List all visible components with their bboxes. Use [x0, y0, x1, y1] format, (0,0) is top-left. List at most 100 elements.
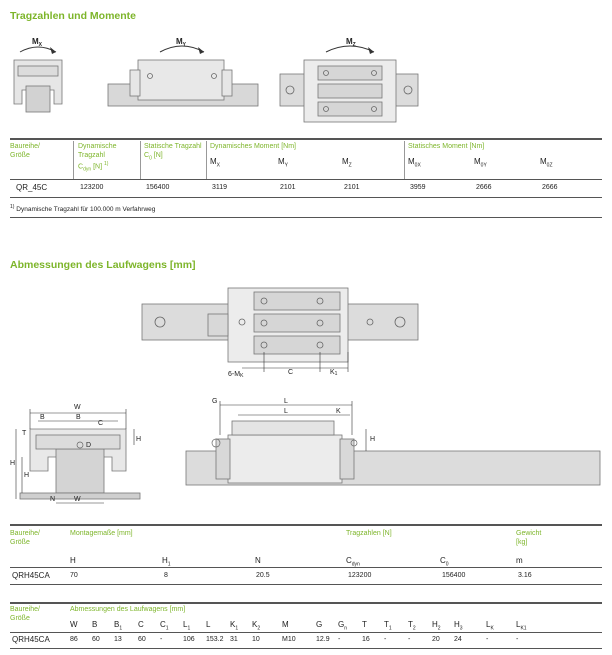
front-label-wr: W — [74, 496, 81, 503]
table3-mid-rule — [10, 632, 602, 633]
t1-footnote: 1) Dynamische Tragzahl für 100.000 m Ver… — [10, 204, 156, 214]
t3-sym: H3 — [454, 620, 463, 632]
t1-sym-mx: MX — [210, 157, 221, 169]
front-label-h: H — [10, 460, 15, 467]
t3-cell: - — [516, 636, 519, 643]
t2-header-gewicht: Gewicht[kg] — [516, 530, 542, 546]
top-label-mk: 6-MK — [228, 371, 244, 379]
t3-cell: 60 — [92, 636, 100, 643]
t3-cell: 16 — [362, 636, 370, 643]
t3-sym: T2 — [408, 620, 416, 632]
table2-top-rule — [10, 524, 602, 526]
front-label-d: D — [86, 442, 91, 449]
t1-sym-mz: MZ — [342, 157, 352, 169]
top-label-c: C — [288, 369, 293, 376]
t3-sym: H2 — [432, 620, 441, 632]
t2-sym: Cdyn — [346, 556, 360, 568]
t3-cell: 153.2 — [206, 636, 224, 643]
t2-sym: m — [516, 556, 523, 565]
moments-figure: MX MY MZ — [13, 37, 419, 123]
t3-cell: 24 — [454, 636, 462, 643]
t1-divider — [73, 141, 74, 179]
t1-sym-m0x: M0X — [408, 157, 421, 169]
t3-header-abm: Abmessungen des Laufwagens [mm] — [70, 606, 186, 613]
t2-header-baureihe: Baureihe/Größe — [10, 530, 40, 546]
t2-cell: 20.5 — [256, 572, 270, 579]
t3-cell: - — [160, 636, 163, 643]
t3-cell: 31 — [230, 636, 238, 643]
t1-header-stat: Statische Tragzahl C0 [N] — [144, 143, 202, 161]
t3-cell: - — [408, 636, 411, 643]
t3-sym: Gn — [338, 620, 348, 632]
t3-sym: W — [70, 620, 78, 629]
t2-cell: 3.16 — [518, 572, 532, 579]
moment-y-label: MY — [176, 37, 187, 48]
t1-header-dynmom: Dynamisches Moment [Nm] — [210, 143, 296, 150]
table2-mid-rule — [10, 567, 602, 568]
side-view-drawing: G L L K H — [185, 398, 601, 486]
t3-sym: LK1 — [516, 620, 527, 632]
side-label-l1: L — [284, 408, 288, 415]
t3-sym: T — [362, 620, 367, 629]
t1-cell: 156400 — [146, 184, 170, 191]
front-label-b1: B — [40, 414, 45, 421]
table1-bottom-rule — [10, 217, 602, 218]
front-label-h1: H — [24, 472, 29, 479]
t1-divider — [140, 141, 141, 179]
t3-cell: - — [384, 636, 387, 643]
table2-bottom-rule — [10, 584, 602, 585]
t1-divider — [206, 141, 207, 179]
t3-cell: 20 — [432, 636, 440, 643]
t1-header-baureihe: Baureihe/Größe — [10, 143, 40, 159]
table1-row-rule — [10, 197, 602, 198]
front-label-n: N — [50, 496, 55, 503]
t3-cell: 86 — [70, 636, 78, 643]
t1-cell: 3119 — [212, 184, 228, 191]
t2-cell: 123200 — [348, 572, 372, 579]
t3-cell: - — [338, 636, 341, 643]
table3-top-rule — [10, 602, 602, 604]
t1-cell: 2666 — [542, 184, 558, 191]
table1-mid-rule — [10, 179, 602, 180]
t1-cell: 2101 — [280, 184, 296, 191]
side-label-k2: K — [336, 408, 341, 415]
t1-sym-m0y: M0Y — [474, 157, 487, 169]
t3-sym: M — [282, 620, 289, 629]
t1-sym-my: MY — [278, 157, 289, 169]
top-label-k1: K1 — [330, 369, 338, 377]
t2-header-trag: Tragzahlen [N] — [346, 530, 392, 537]
section-title-loads: Tragzahlen und Momente — [10, 10, 137, 22]
table3-bottom-rule — [10, 648, 602, 649]
side-label-l: L — [284, 398, 288, 405]
table1-top-rule — [10, 138, 602, 140]
t3-sym: C1 — [160, 620, 169, 632]
t3-sym: G — [316, 620, 323, 629]
t3-sym: T1 — [384, 620, 392, 632]
t3-sym: C — [138, 620, 144, 629]
t2-sym: H — [70, 556, 76, 565]
front-label-t: T — [22, 430, 27, 437]
t2-cell: QRH45CA — [12, 571, 50, 580]
t1-header-statmom: Statisches Moment [Nm] — [408, 143, 485, 150]
t3-cell: 13 — [114, 636, 122, 643]
t1-sym-m0z: M0Z — [540, 157, 553, 169]
t2-cell: 70 — [70, 572, 78, 579]
front-label-w: W — [74, 404, 81, 411]
t3-cell: 60 — [138, 636, 146, 643]
t2-sym: H1 — [162, 556, 171, 568]
t3-cell: M10 — [282, 636, 296, 643]
front-label-b: B — [76, 414, 81, 421]
t3-cell: - — [486, 636, 489, 643]
t3-sym: LK — [486, 620, 494, 632]
t3-sym: L1 — [183, 620, 191, 632]
t3-cell: 106 — [183, 636, 195, 643]
front-view-drawing: W B B C D T H H H N W — [10, 404, 141, 504]
t3-sym: B1 — [114, 620, 123, 632]
t3-cell: 12.9 — [316, 636, 330, 643]
t3-sym: K1 — [230, 620, 239, 632]
t3-cell: QRH45CA — [12, 635, 50, 644]
t2-sym: C0 — [440, 556, 449, 568]
moment-x-label: MX — [32, 37, 43, 48]
moment-z-label: MZ — [346, 37, 356, 48]
t1-cell: QR_45C — [16, 183, 48, 192]
